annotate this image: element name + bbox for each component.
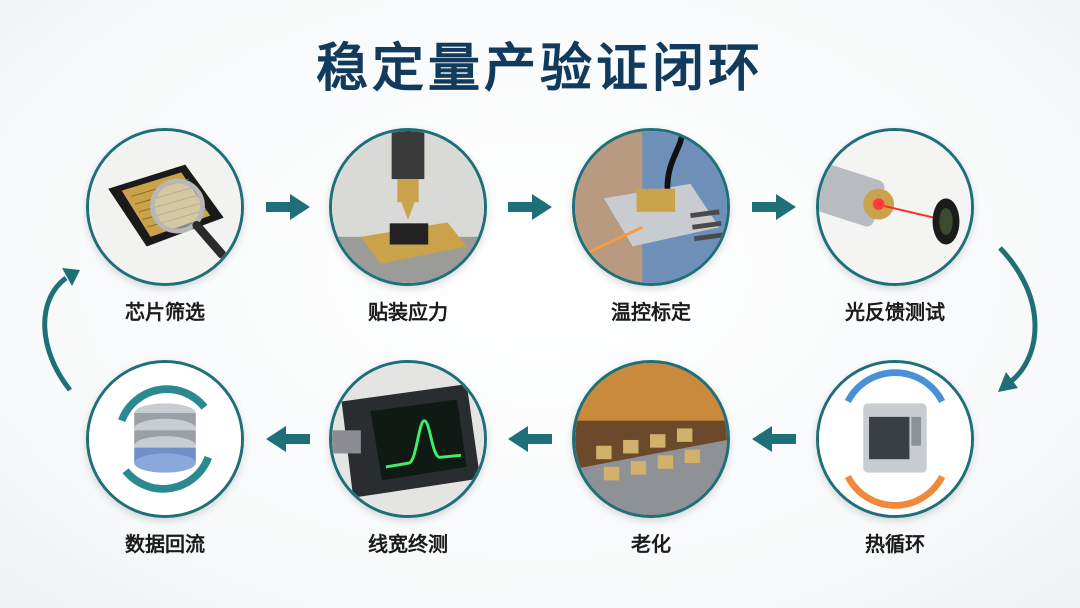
temperature-module-image <box>572 128 730 286</box>
step-label: 芯片筛选 <box>125 300 205 324</box>
step-label: 光反馈测试 <box>845 300 945 324</box>
step-label: 线宽终测 <box>368 532 448 556</box>
burn-in-rack-image <box>572 360 730 518</box>
mounting-machine-image <box>329 128 487 286</box>
laser-optics-image <box>816 128 974 286</box>
linewidth-instrument-image <box>329 360 487 518</box>
arrow-left-icon <box>508 424 552 454</box>
arrow-left-icon <box>266 424 310 454</box>
diagram-title: 稳定量产验证闭环 <box>315 39 764 99</box>
step-label: 温控标定 <box>611 300 691 324</box>
step-label: 热循环 <box>865 532 925 556</box>
thermal-chamber-image <box>816 360 974 518</box>
step-label: 贴装应力 <box>368 300 448 324</box>
step-label: 数据回流 <box>125 532 205 556</box>
step-label: 老化 <box>631 532 671 556</box>
database-sync-image <box>86 360 244 518</box>
arrow-right-icon <box>752 192 796 222</box>
arrow-left-icon <box>752 424 796 454</box>
chip-magnifier-image <box>86 128 244 286</box>
arrow-right-icon <box>508 192 552 222</box>
arrow-right-icon <box>266 192 310 222</box>
